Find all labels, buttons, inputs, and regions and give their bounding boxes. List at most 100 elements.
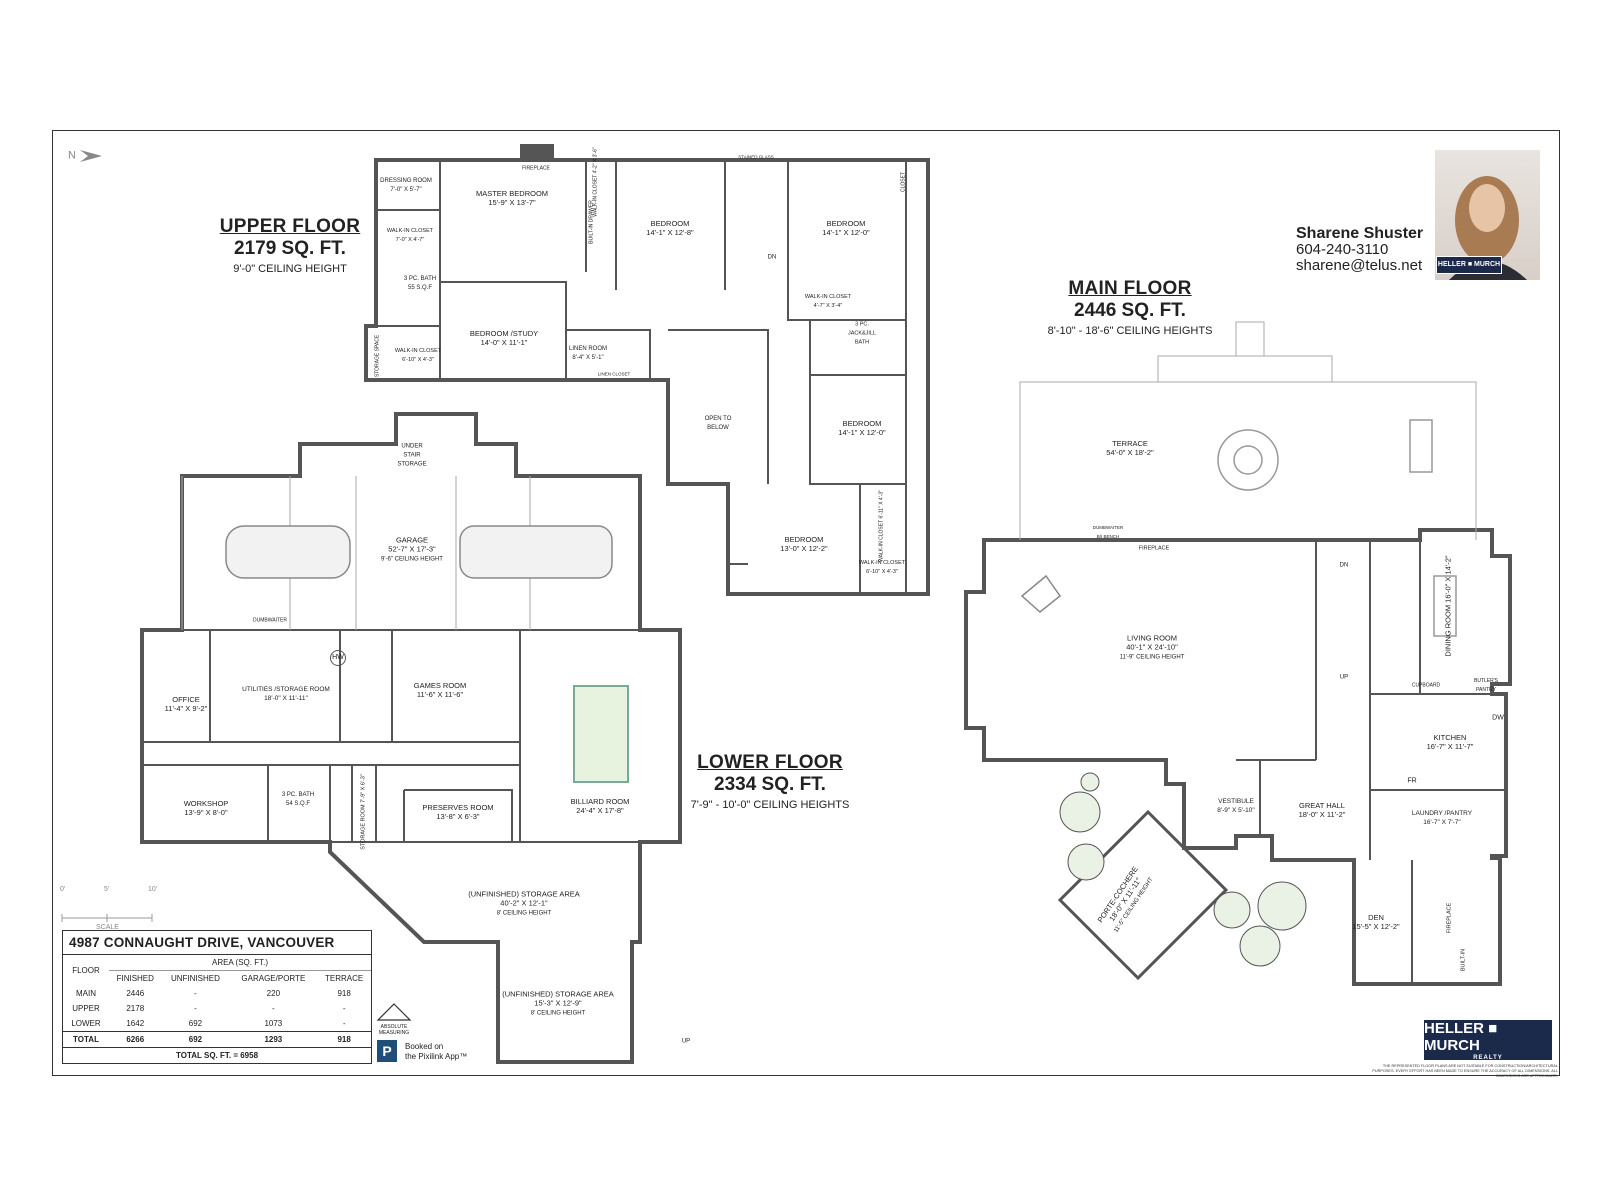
- room-builtin-drawer: BUILT-IN DRAWER: [588, 200, 595, 244]
- lower-floor-area: 2334 SQ. FT.: [714, 774, 826, 795]
- agent-contact: Sharene Shuster 604-240-3110 sharene@tel…: [1296, 226, 1423, 274]
- scale-label: SCALE: [96, 924, 119, 931]
- porte-cochere-walls: [1057, 809, 1229, 981]
- stained-glass: STAINED GLASS: [738, 154, 774, 160]
- room-jackjill: 3 PC. JACK&JILL BATH: [847, 321, 877, 346]
- upper-floor-name: UPPER FLOOR: [219, 216, 361, 237]
- room-storage: STORAGE ROOM 7'-9" x 6'-3": [360, 774, 367, 850]
- area-header: AREA (SQ. FT.): [109, 955, 371, 971]
- agent-badge: HELLER ■ MURCH: [1436, 256, 1502, 274]
- upper-floor-ceiling: 9'-0" CEILING HEIGHT: [233, 263, 347, 275]
- agent-name: Sharene Shuster: [1296, 225, 1424, 242]
- room-dining: DINING ROOM 16'-0" x 14'-2": [1443, 555, 1453, 657]
- compass-letter: N: [68, 149, 76, 162]
- room-open-below: OPEN TO BELOW: [704, 416, 732, 431]
- disclaimer: THE REPRESENTED FLOOR PLANS ARE NOT SUIT…: [1372, 1064, 1558, 1078]
- room-closet: CLOSET: [900, 171, 907, 193]
- col-header: TERRACE: [325, 974, 364, 983]
- room-butler: BUTLER'S PANTRY: [1474, 678, 1499, 693]
- upper-fireplace: FIREPLACE: [522, 165, 550, 172]
- area-table-grid: FLOOR AREA (SQ. FT.) FINISHED UNFINISHED…: [63, 955, 371, 1047]
- dining-table-icon: [1409, 419, 1433, 473]
- upper-dn: DN: [767, 254, 777, 261]
- billiard-table-icon: [573, 685, 629, 783]
- main-fireplace: FIREPLACE: [1138, 545, 1170, 552]
- room-storage-space: STORAGE SPACE: [374, 334, 381, 378]
- main-dn: DN: [1339, 562, 1349, 569]
- plan-frame: [52, 130, 1560, 1076]
- pixilink-line1: Booked on: [405, 1042, 444, 1051]
- heller-murch-logo: HELLER ■ MURCH REALTY: [1424, 1020, 1552, 1061]
- col-header: GARAGE/PORTE: [241, 974, 306, 983]
- terrace-fountain-icon: [1217, 429, 1279, 491]
- floor-header: FLOOR: [72, 966, 100, 975]
- den-fireplace: FIREPLACE: [1446, 902, 1453, 934]
- main-dumbwaiter: DUMBWAITER B/I BENCH: [1092, 525, 1124, 539]
- piano-icon: [1020, 574, 1062, 613]
- lower-floor-title: LOWER FLOOR 2334 SQ. FT. 7'-9" - 10'-0" …: [680, 752, 860, 811]
- upper-floor-title: UPPER FLOOR 2179 SQ. FT. 9'-0" CEILING H…: [200, 216, 380, 275]
- water-heater-icon: HW: [330, 650, 346, 666]
- pixilink-icon: P: [377, 1040, 397, 1062]
- lower-dumbwaiter: DUMBWAITER: [253, 617, 287, 624]
- lower-floor-name: LOWER FLOOR: [697, 752, 843, 773]
- north-arrow-icon: [80, 150, 102, 162]
- lower-up: UP: [681, 1038, 691, 1045]
- main-up: UP: [1339, 674, 1349, 681]
- tree-icon: [1059, 772, 1307, 967]
- upper-floor-area: 2179 SQ. FT.: [234, 238, 346, 259]
- lower-floor-ceiling: 7'-9" - 10'-0" CEILING HEIGHTS: [690, 799, 850, 811]
- car-icon: [225, 525, 613, 579]
- room-linen-closet: LINEN CLOSET: [597, 371, 631, 377]
- col-header: UNFINISHED: [171, 974, 220, 983]
- main-floor-title: MAIN FLOOR 2446 SQ. FT. 8'-10" - 18'-6" …: [1040, 278, 1220, 337]
- scale-bar: [61, 914, 153, 922]
- agent-phone: 604-240-3110: [1296, 241, 1389, 258]
- main-floor-ceiling: 8'-10" - 18'-6" CEILING HEIGHTS: [1047, 325, 1213, 337]
- dishwasher-label: DW: [1492, 714, 1504, 722]
- fridge-label: FR: [1407, 777, 1417, 785]
- absolute-measuring-seal: ABSOLUTE MEASURING: [376, 1002, 412, 1036]
- main-floor-name: MAIN FLOOR: [1068, 278, 1192, 299]
- room-cupboard: CUPBOARD: [1411, 682, 1441, 689]
- agent-email: sharene@telus.net: [1296, 257, 1423, 274]
- property-address: 4987 CONNAUGHT DRIVE, VANCOUVER: [63, 931, 371, 955]
- upper-floor-walls: [364, 158, 930, 596]
- room-under-stair: UNDER STAIR STORAGE: [397, 443, 427, 468]
- pixilink-line2: the Pixilink App™: [405, 1052, 468, 1061]
- grand-total: TOTAL SQ. FT. = 6958: [63, 1047, 371, 1063]
- main-floor-area: 2446 SQ. FT.: [1074, 300, 1186, 321]
